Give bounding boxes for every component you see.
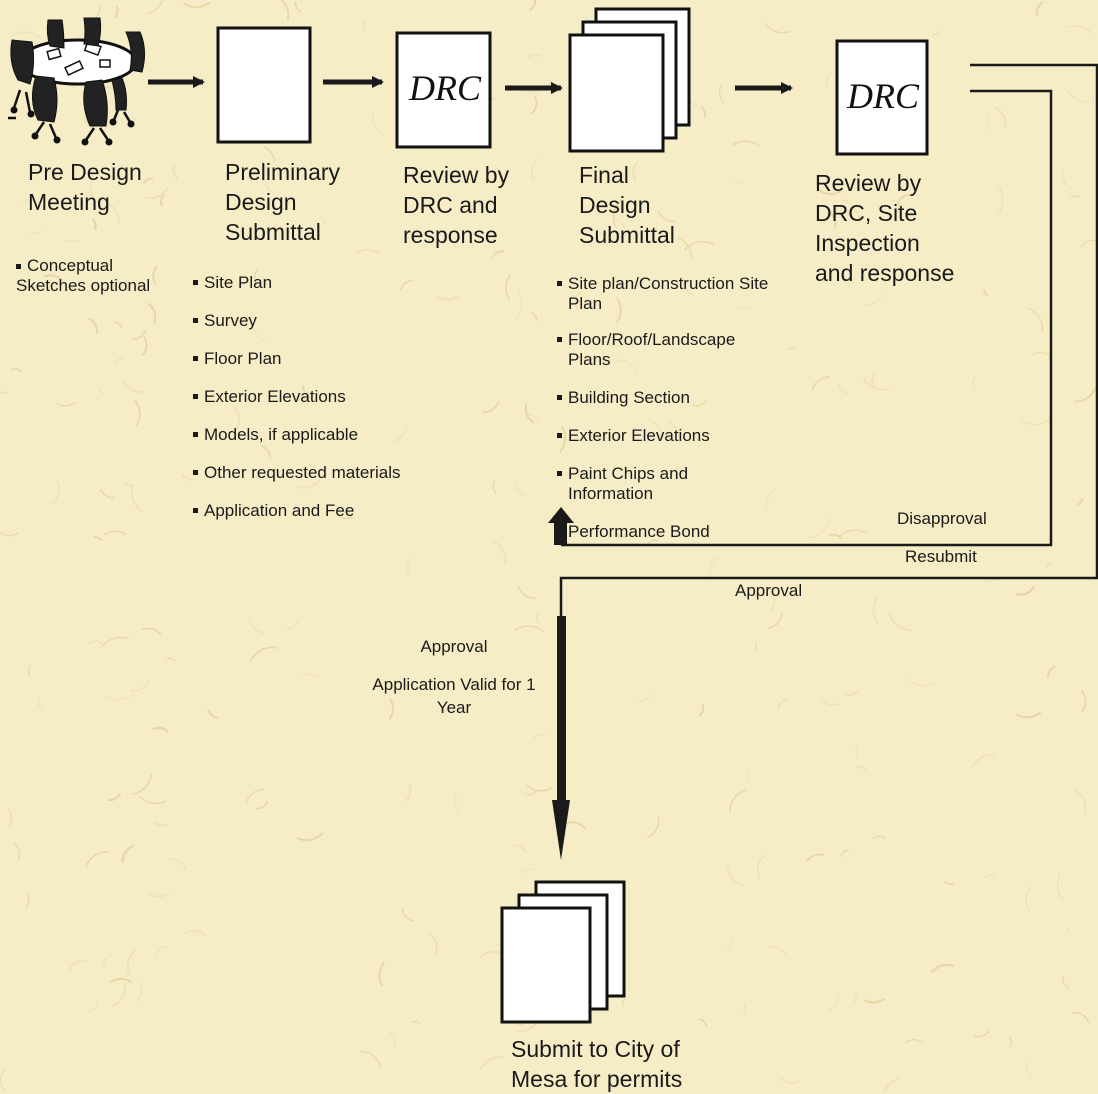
list-item: Floor/Roof/Landscape Plans [556,330,776,370]
document-stack-icon [570,9,689,151]
approval-validity-note: Approval Application Valid for 1 Year [360,637,548,718]
list-item: Site Plan [192,273,401,293]
list-item: Site plan/Construction Site Plan [556,274,776,314]
meeting-table-icon [8,18,145,145]
drc-document-icon: DRC [837,41,927,154]
list-item: Other requested materials [192,463,401,483]
drc-label: DRC [846,76,920,116]
list-item: Application and Fee [192,501,401,521]
document-stack-icon [502,882,624,1022]
list-item: Survey [192,311,401,331]
approval-arrow [552,616,570,860]
list-item: Exterior Elevations [192,387,401,407]
list-item: Building Section [556,388,776,408]
list-item: Exterior Elevations [556,426,776,446]
list-item: Paint Chips and Information [556,464,776,504]
disapproval-label: Disapproval [897,509,987,529]
list-item: Models, if applicable [192,425,401,445]
approval-label-top: Approval [735,581,802,601]
drc-label: DRC [408,68,482,108]
list-item: Performance Bond [556,522,776,542]
list-item: Floor Plan [192,349,401,369]
preliminary-requirements-list: Site Plan Survey Floor Plan Exterior Ele… [192,273,401,539]
predesign-note: Conceptual Sketches optional [16,256,150,296]
resubmit-label: Resubmit [905,547,977,567]
document-icon [218,28,310,142]
final-requirements-list: Site plan/Construction Site Plan Floor/R… [556,274,776,560]
drc-document-icon: DRC [397,33,490,147]
